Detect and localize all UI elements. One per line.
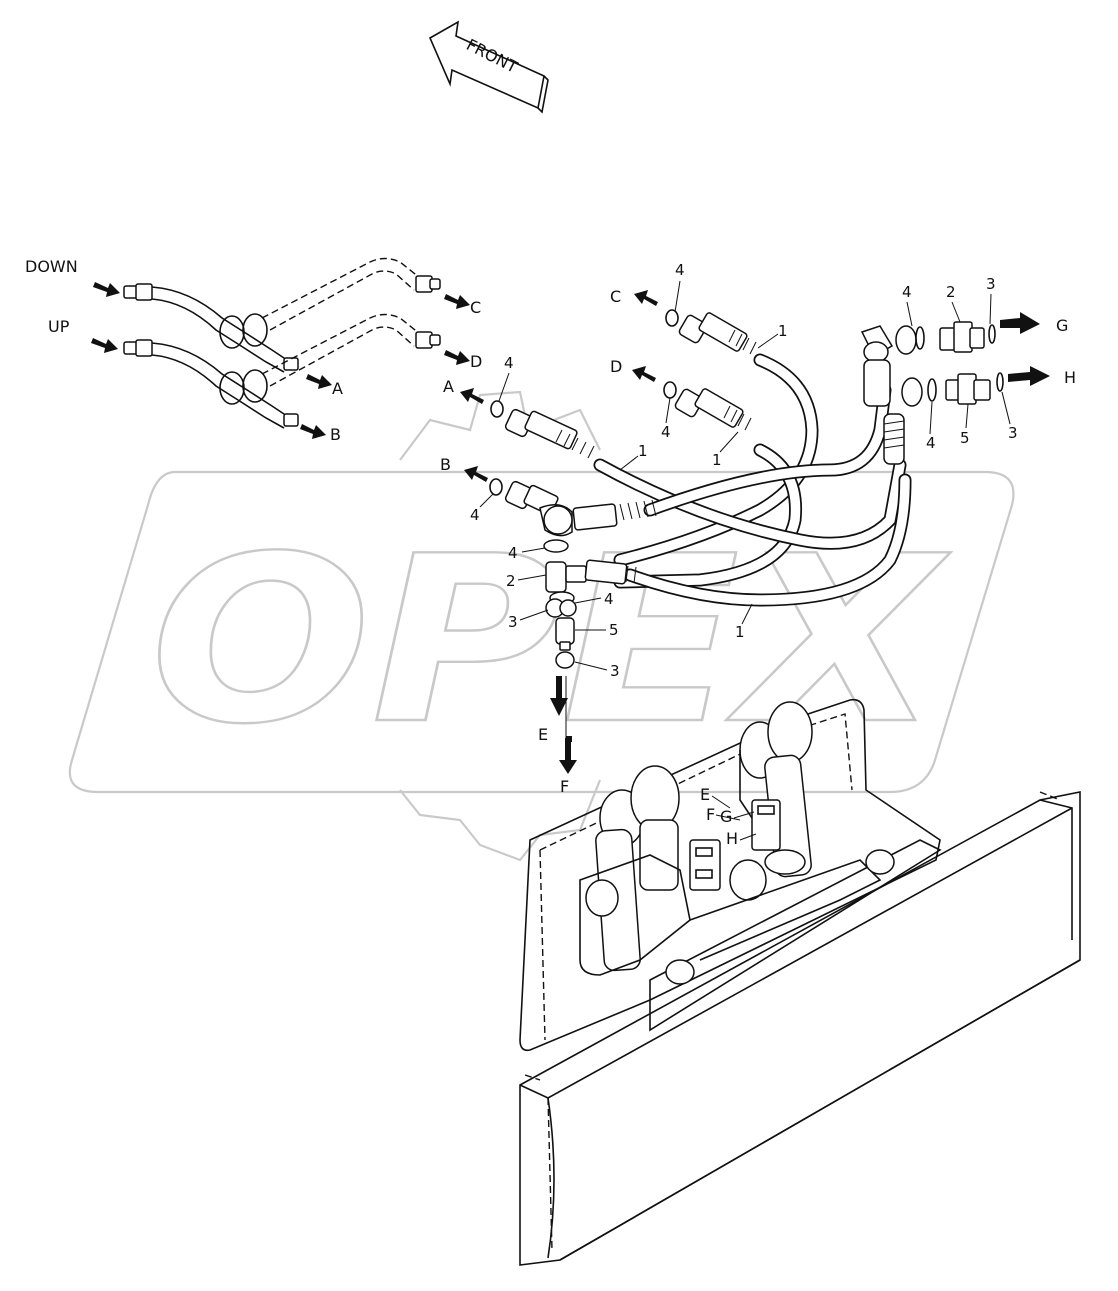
callout-hose-a: 1 [638, 442, 648, 460]
port-e: E [538, 725, 548, 744]
callout-seal-h: 3 [1008, 424, 1018, 442]
oring-b [489, 478, 503, 496]
port-f: F [560, 777, 569, 796]
callout-seal-bottom: 3 [610, 662, 620, 680]
port-c-valve: C [470, 298, 481, 317]
valve-hose-group: DOWN UP C [25, 257, 482, 444]
hose-end-h-elbow [883, 413, 905, 465]
callout-adapter-h: 5 [960, 429, 970, 447]
callout-oring-g: 4 [902, 283, 912, 301]
hose-end-d [674, 388, 752, 431]
down-label: DOWN [25, 257, 78, 276]
watermark: OPEX [68, 390, 1015, 862]
oring-a [490, 400, 504, 418]
front-arrow-label: FRONT [463, 35, 521, 77]
up-label: UP [48, 317, 70, 336]
cyl-port-h: H [726, 829, 738, 848]
callout-seal-stack: 3 [508, 613, 518, 631]
arrow-down-in [93, 282, 120, 297]
hose-end-a [504, 408, 595, 459]
adapter-g [895, 321, 996, 355]
callout-adapter-stack: 5 [609, 621, 619, 639]
callout-hose-d: 1 [712, 451, 722, 469]
lower-fitting-stack [543, 539, 637, 669]
dozer-blade-assembly: E F G H [519, 698, 1081, 1266]
callout-oring-d: 4 [661, 423, 671, 441]
oring-c [665, 309, 679, 327]
callout-labels: 4 1 4 1 4 1 4 4 2 4 3 5 3 1 4 2 3 4 5 [470, 261, 1018, 680]
callout-oring-top-stack: 4 [508, 544, 518, 562]
port-d-valve: D [470, 352, 482, 371]
cylinder-port-gh [751, 799, 781, 851]
cyl-port-f: F [706, 805, 715, 824]
port-h: H [1064, 368, 1076, 387]
callout-oring-c: 4 [675, 261, 685, 279]
callout-hose-c: 1 [778, 322, 788, 340]
port-c: C [610, 287, 621, 306]
port-g: G [1056, 316, 1068, 335]
port-d: D [610, 357, 622, 376]
callout-seal-g: 3 [986, 275, 996, 293]
port-a: A [443, 377, 454, 396]
hose-end-c [678, 312, 757, 355]
port-b: B [440, 455, 451, 474]
callout-oring-a: 4 [504, 354, 514, 372]
cyl-port-g: G [720, 807, 732, 826]
oring-d [663, 381, 677, 399]
elbow-fitting-b [539, 499, 657, 537]
cyl-port-e: E [700, 785, 710, 804]
arrow-up-in [91, 338, 118, 353]
hose-end-g-elbow [860, 325, 894, 407]
callout-elbow-g: 2 [946, 283, 956, 301]
front-arrow: FRONT [428, 20, 549, 114]
callout-oring-b: 4 [470, 506, 480, 524]
callout-oring-stack: 4 [604, 590, 614, 608]
callout-elbow-stack: 2 [506, 572, 516, 590]
port-a-valve: A [332, 379, 343, 398]
adapter-h [901, 372, 1004, 407]
main-hose-bundle: C D A B G H E F [440, 287, 1076, 796]
callout-hose-lower: 1 [735, 623, 745, 641]
port-b-valve: B [330, 425, 341, 444]
callout-oring-h: 4 [926, 434, 936, 452]
